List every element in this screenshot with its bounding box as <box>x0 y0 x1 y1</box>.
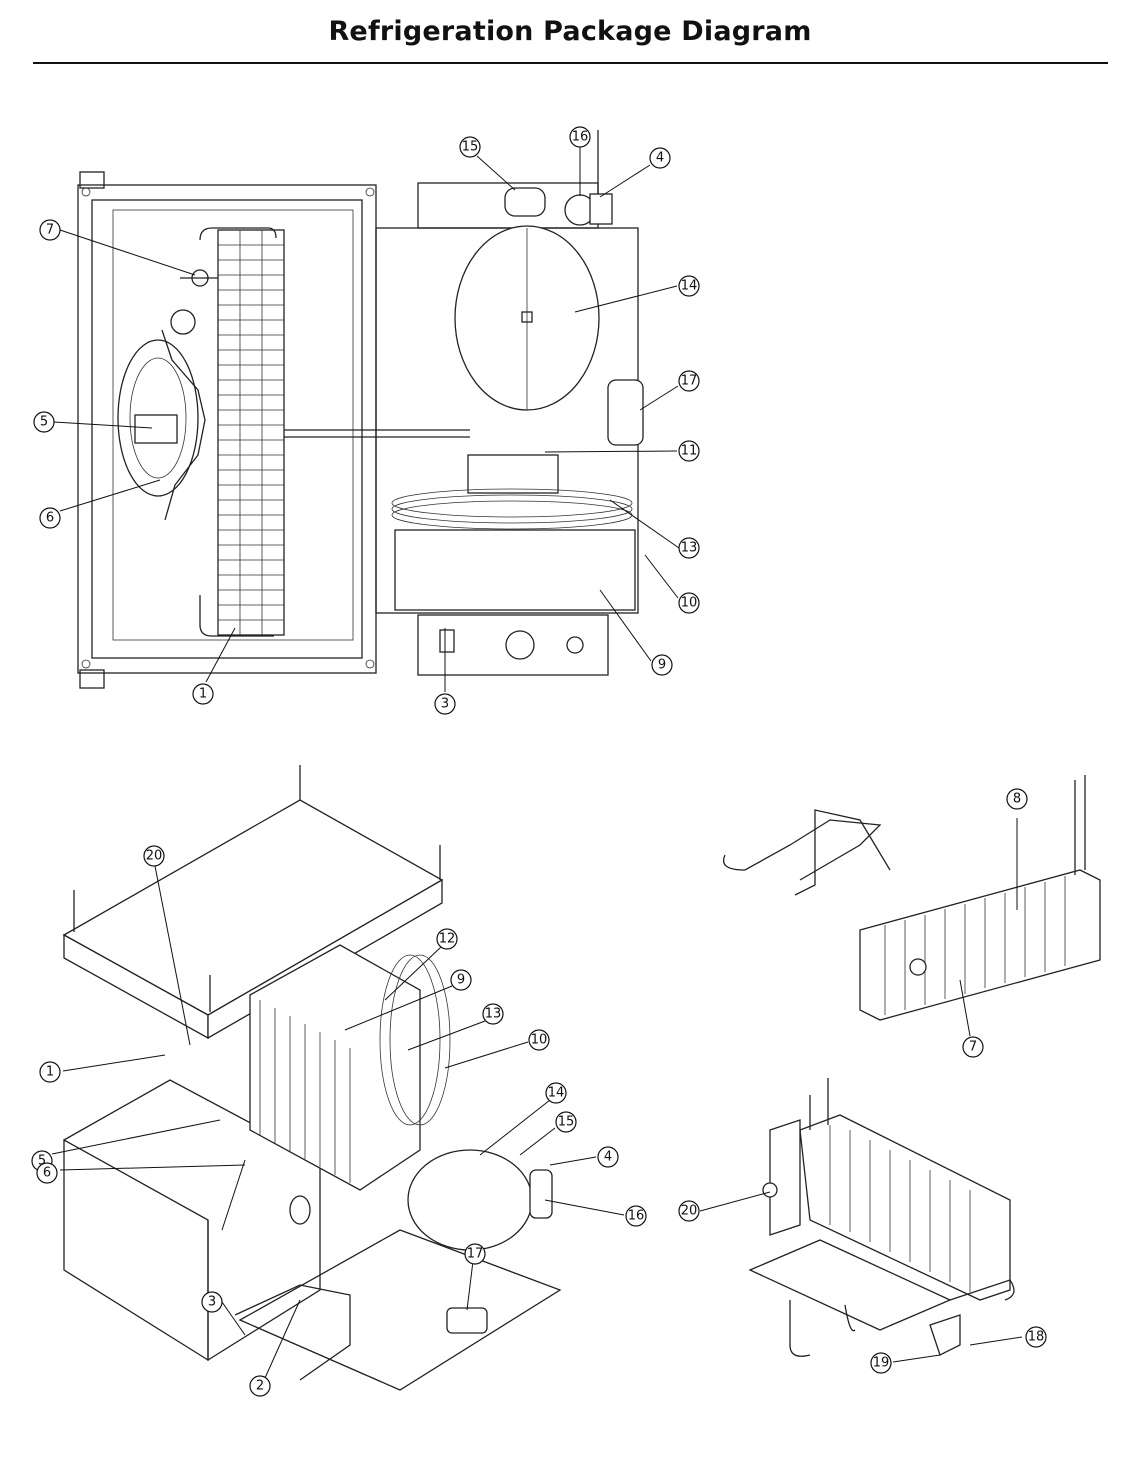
top-view-drawing <box>77 130 644 689</box>
svg-text:11: 11 <box>681 444 698 459</box>
svg-text:17: 17 <box>467 1247 484 1262</box>
svg-text:15: 15 <box>462 140 479 155</box>
svg-text:7: 7 <box>46 223 54 238</box>
callout-10-top: 10 <box>678 592 700 614</box>
svg-text:1: 1 <box>199 687 207 702</box>
svg-text:16: 16 <box>572 130 589 145</box>
callout-17-top: 17 <box>678 370 700 392</box>
callout-10-exploded: 10 <box>528 1029 550 1051</box>
callout-3-top: 3 <box>434 693 456 715</box>
svg-text:2: 2 <box>256 1379 264 1394</box>
callout-9-top: 9 <box>651 654 673 676</box>
callout-1-exploded: 1 <box>39 1061 61 1083</box>
callout-13-top: 13 <box>678 537 700 559</box>
svg-text:20: 20 <box>146 849 163 864</box>
exploded-view-drawing <box>62 765 562 1391</box>
callout-5-top: 5 <box>33 411 55 433</box>
callout-4-top: 4 <box>649 147 671 169</box>
svg-text:14: 14 <box>548 1086 565 1101</box>
svg-text:4: 4 <box>604 1150 612 1165</box>
callout-11-top: 11 <box>678 440 700 462</box>
callout-14-top: 14 <box>678 275 700 297</box>
callout-13-exploded: 13 <box>482 1003 504 1025</box>
svg-text:9: 9 <box>457 973 465 988</box>
callout-6-top: 6 <box>39 507 61 529</box>
svg-text:4: 4 <box>656 151 664 166</box>
svg-text:17: 17 <box>681 374 698 389</box>
svg-text:6: 6 <box>46 511 54 526</box>
callout-15-exploded: 15 <box>555 1111 577 1133</box>
svg-text:9: 9 <box>658 658 666 673</box>
callout-12-exploded: 12 <box>436 928 458 950</box>
svg-text:18: 18 <box>1028 1330 1045 1345</box>
svg-text:3: 3 <box>441 697 449 712</box>
evap-top-fins <box>884 876 1066 1015</box>
title-rule <box>33 62 1108 64</box>
callout-14-exploded: 14 <box>545 1082 567 1104</box>
svg-text:5: 5 <box>38 1154 46 1169</box>
exploded-coil-fins <box>259 1000 351 1183</box>
svg-text:19: 19 <box>873 1356 890 1371</box>
callout-18-evap: 18 <box>1025 1326 1047 1348</box>
svg-text:14: 14 <box>681 279 698 294</box>
evaporator-top-drawing <box>722 775 1101 1021</box>
callout-19-evap: 19 <box>870 1352 892 1374</box>
svg-text:15: 15 <box>558 1115 575 1130</box>
callout-1-top: 1 <box>192 683 214 705</box>
callout-15-top: 15 <box>459 136 481 158</box>
evaporator-bottom-drawing <box>748 1078 1015 1357</box>
svg-text:10: 10 <box>531 1033 548 1048</box>
evap-bottom-fins <box>829 1125 971 1292</box>
callout-2-exploded: 2 <box>249 1375 271 1397</box>
svg-text:10: 10 <box>681 596 698 611</box>
svg-text:16: 16 <box>628 1209 645 1224</box>
page-title: Refrigeration Package Diagram <box>328 16 812 47</box>
svg-text:13: 13 <box>681 541 698 556</box>
callout-16-exploded: 16 <box>625 1205 647 1227</box>
callout-20-exploded: 20 <box>143 845 165 867</box>
svg-text:1: 1 <box>46 1065 54 1080</box>
callout-4-exploded: 4 <box>597 1146 619 1168</box>
callout-16-top: 16 <box>569 126 591 148</box>
callout-8-evap: 8 <box>1006 788 1028 810</box>
svg-text:13: 13 <box>485 1007 502 1022</box>
svg-text:20: 20 <box>681 1204 698 1219</box>
callout-6-exploded: 6 <box>36 1162 58 1184</box>
callout-3-exploded: 3 <box>201 1291 223 1313</box>
svg-text:5: 5 <box>40 415 48 430</box>
svg-text:8: 8 <box>1013 792 1021 807</box>
callout-9-exploded: 9 <box>450 969 472 991</box>
condenser-fins <box>217 229 285 636</box>
callout-17-exploded: 17 <box>464 1243 486 1265</box>
callout-20-evap: 20 <box>678 1200 700 1222</box>
callout-7-top: 7 <box>39 219 61 241</box>
svg-text:6: 6 <box>43 1166 51 1181</box>
svg-text:7: 7 <box>969 1040 977 1055</box>
svg-text:3: 3 <box>208 1295 216 1310</box>
callout-7-evap: 7 <box>962 1036 984 1058</box>
svg-text:12: 12 <box>439 932 456 947</box>
